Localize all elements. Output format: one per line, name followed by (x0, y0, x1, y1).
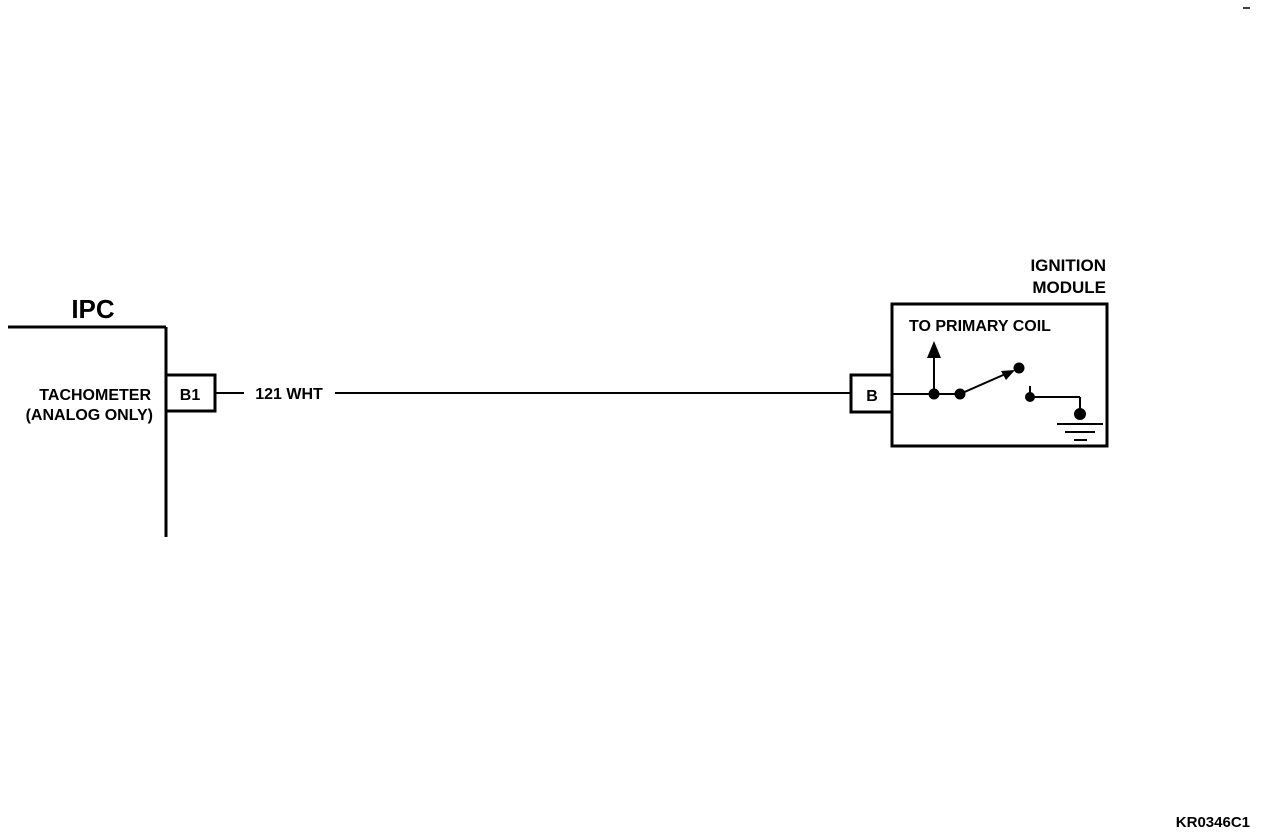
up-arrow-icon (927, 341, 941, 358)
wire-121-wht: 121 WHT (215, 386, 851, 403)
switch-contact-dot (1013, 362, 1025, 374)
ignition-module-box (890, 302, 1109, 448)
ground-dot (1074, 408, 1086, 420)
connector-b-label: B (866, 388, 878, 405)
primary-coil-label: TO PRIMARY COIL (909, 318, 1051, 335)
wire-label: 121 WHT (255, 386, 323, 403)
figure-code: KR0346C1 (1176, 814, 1250, 831)
ignition-module-title-line1: IGNITION (1030, 256, 1106, 275)
connector-b1: B1 (164, 373, 217, 413)
switch-arm (959, 371, 1011, 395)
ground-icon (1057, 423, 1103, 441)
tachometer-label: TACHOMETER (39, 387, 151, 404)
switch-arrow-icon (1001, 370, 1015, 380)
ipc-component: IPC TACHOMETER (ANALOG ONLY) (8, 294, 168, 537)
ipc-title: IPC (71, 294, 115, 324)
connector-b1-label: B1 (180, 387, 201, 404)
analog-only-label: (ANALOG ONLY) (26, 407, 153, 424)
ignition-module: IGNITION MODULE TO PRIMARY COIL B (849, 256, 1109, 448)
ignition-module-title-line2: MODULE (1032, 278, 1106, 297)
